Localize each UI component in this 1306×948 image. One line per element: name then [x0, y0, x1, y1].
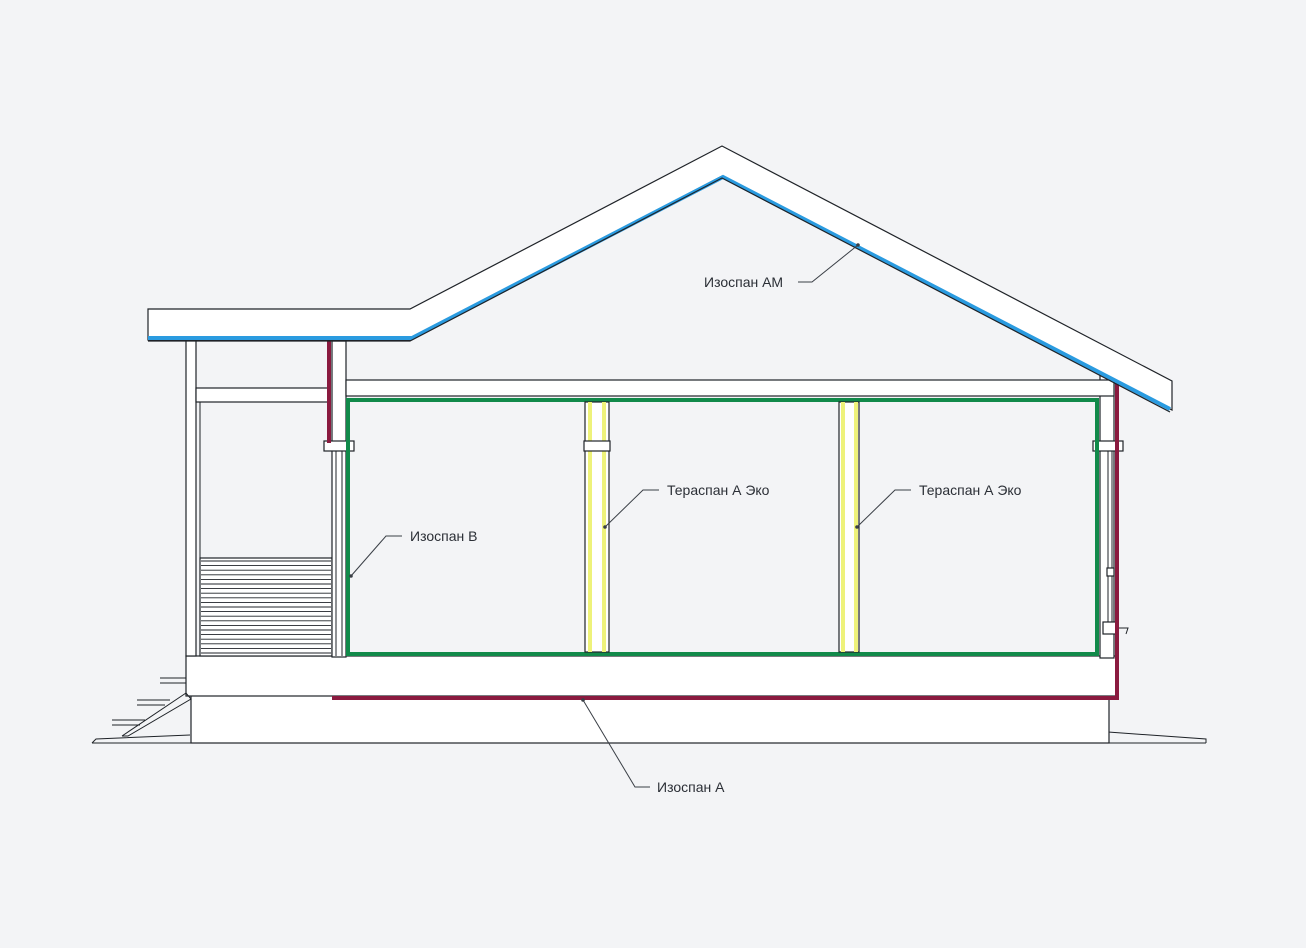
ceiling-slab — [345, 379, 1115, 397]
leader-partition-2 — [855, 489, 911, 529]
porch-stairs — [112, 677, 192, 737]
vapor-barrier-outline — [346, 398, 1099, 656]
label-partition-1: Тераспан А Эко — [667, 482, 770, 498]
roof-membrane — [148, 174, 1171, 411]
label-foundation: Изоспан А — [657, 779, 725, 795]
leader-roof — [798, 243, 860, 283]
right-wall — [1092, 369, 1129, 659]
label-interior-wall: Изоспан В — [410, 528, 477, 544]
leader-interior-wall — [349, 535, 402, 578]
porch-frame — [185, 339, 333, 657]
label-roof: Изоспан АМ — [704, 274, 783, 290]
label-partition-2: Тераспан А Эко — [919, 482, 1022, 498]
leader-foundation — [581, 698, 650, 788]
roof — [147, 145, 1173, 413]
left-wall — [323, 340, 355, 658]
partition-2 — [838, 401, 860, 653]
leader-partition-1 — [603, 489, 659, 529]
outer-membrane-right-wall — [332, 383, 1119, 700]
